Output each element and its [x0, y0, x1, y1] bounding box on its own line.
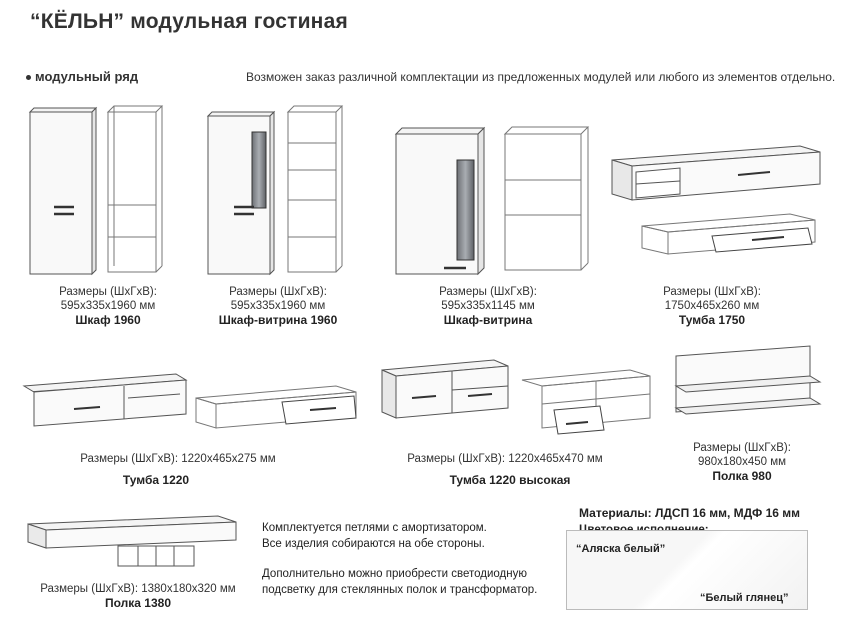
- dims-label: Размеры (ШхГхВ):: [663, 286, 761, 298]
- product-name: Тумба 1220 высокая: [449, 473, 571, 487]
- order-note: Возможен заказ различной комплектации из…: [246, 70, 836, 84]
- swatch-alaska-white: “Аляска белый”: [576, 543, 666, 555]
- tv-stand-1750-open: [641, 213, 816, 255]
- product-name: Шкаф 1960: [75, 313, 141, 327]
- color-swatch: [566, 530, 808, 610]
- product-name: Шкаф-витрина: [443, 313, 533, 327]
- section-label: модульный ряд: [35, 69, 139, 84]
- bullet-icon: [26, 75, 31, 81]
- showcase-frame: [503, 126, 590, 271]
- dims-label: Размеры (ШхГхВ):: [59, 286, 157, 298]
- dims-value: 1750x465x260 мм: [664, 300, 760, 312]
- caption-shelf-980: Размеры (ШхГхВ): 980x180x450 мм Полка 98…: [662, 441, 822, 483]
- dims-value: 595x335x1145 мм: [441, 300, 535, 312]
- caption-tv-stand-1750: Размеры (ШхГхВ): 1750x465x260 мм Тумба 1…: [632, 285, 792, 327]
- caption-tv-stand-1220: Размеры (ШхГхВ): 1220x465x275 мм: [58, 452, 298, 466]
- dims-label: Размеры (ШхГхВ):: [229, 286, 327, 298]
- showcase-1960-frame: [286, 105, 344, 273]
- tv-stand-1220-high-open: [521, 369, 651, 435]
- dims-value: 980x180x450 мм: [697, 456, 787, 468]
- swatch-white-gloss: “Белый глянец”: [700, 592, 789, 604]
- caption-showcase: Размеры (ШхГхВ): 595x335x1145 мм Шкаф-ви…: [408, 285, 568, 327]
- dims-value: 595x335x1960 мм: [230, 300, 326, 312]
- tv-stand-1220: [22, 373, 188, 427]
- shelf-1380: [27, 515, 237, 567]
- info-line: Дополнительно можно приобрести светодиод…: [262, 568, 527, 580]
- tv-stand-1750: [611, 145, 821, 201]
- dims-value: Размеры (ШхГхВ): 1380x180x320 мм: [40, 583, 236, 595]
- info-line: Все изделия собираются на обе стороны.: [262, 538, 485, 550]
- caption-showcase-1960: Размеры (ШхГхВ): 595x335x1960 мм Шкаф-ви…: [198, 285, 358, 327]
- materials-line: Материалы: ЛДСП 16 мм, МДФ 16 мм: [579, 506, 801, 520]
- wardrobe-1960-frame: [106, 105, 164, 273]
- tv-stand-1220-open: [195, 385, 357, 429]
- info-line: подсветку для стеклянных полок и трансфо…: [262, 584, 538, 596]
- info-line: Комплектуется петлями с амортизатором.: [262, 522, 487, 534]
- shelf-980: [674, 345, 822, 415]
- info-block: Комплектуется петлями с амортизатором. В…: [262, 520, 537, 598]
- caption-tv-stand-1220-high: Размеры (ШхГхВ): 1220x465x470 мм: [385, 452, 625, 466]
- product-name: Тумба 1220: [122, 473, 190, 487]
- product-name: Полка 1380: [105, 596, 171, 610]
- page-title: “КЁЛЬН” модульная гостиная: [30, 10, 348, 33]
- caption-tv-stand-1220-high-name: Тумба 1220 высокая: [425, 473, 595, 487]
- showcase-closed: [394, 126, 486, 276]
- dims-label: Размеры (ШхГхВ):: [693, 442, 791, 454]
- dims-value: Размеры (ШхГхВ): 1220x465x470 мм: [407, 453, 603, 465]
- tv-stand-1220-high: [381, 359, 509, 419]
- section-heading: модульный ряд: [26, 69, 138, 84]
- dims-label: Размеры (ШхГхВ):: [439, 286, 537, 298]
- caption-tv-stand-1220-name: Тумба 1220: [96, 473, 216, 487]
- product-name: Тумба 1750: [678, 313, 746, 327]
- product-name: Шкаф-витрина 1960: [218, 313, 338, 327]
- caption-shelf-1380: Размеры (ШхГхВ): 1380x180x320 мм Полка 1…: [16, 582, 260, 610]
- product-name: Полка 980: [712, 469, 772, 483]
- wardrobe-1960-closed: [28, 106, 98, 276]
- showcase-1960-closed: [206, 110, 276, 276]
- dims-value: 595x335x1960 мм: [60, 300, 156, 312]
- dims-value: Размеры (ШхГхВ): 1220x465x275 мм: [80, 453, 276, 465]
- caption-wardrobe-1960: Размеры (ШхГхВ): 595x335x1960 мм Шкаф 19…: [28, 285, 188, 327]
